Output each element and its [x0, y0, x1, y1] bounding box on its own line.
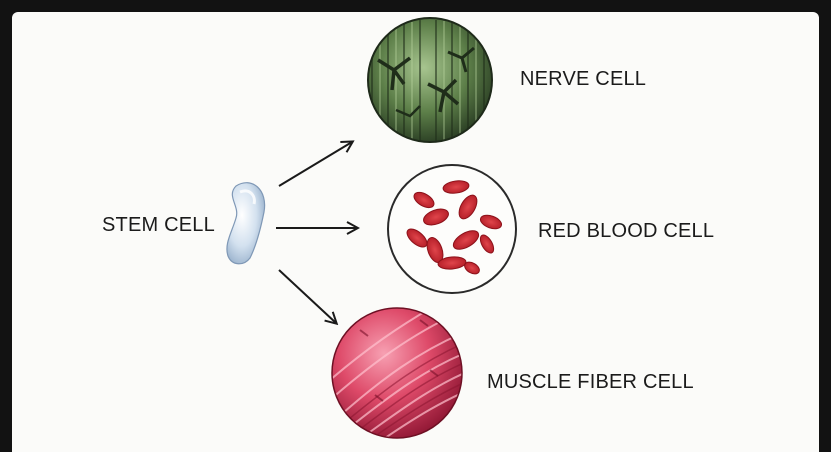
red-blood-cell-label: RED BLOOD CELL: [538, 220, 714, 243]
muscle-fiber-cell-icon: [330, 300, 490, 452]
red-blood-cell-icon: [388, 165, 516, 293]
stem-cell-label: STEM CELL: [102, 214, 215, 237]
nerve-cell-label: NERVE CELL: [520, 68, 646, 91]
muscle-fiber-cell-label: MUSCLE FIBER CELL: [487, 371, 694, 394]
arrow-to-nerve-cell: [279, 142, 352, 186]
arrow-to-muscle-fiber-cell: [279, 270, 336, 323]
stem-cell-icon: [227, 183, 265, 264]
nerve-cell-icon: [368, 18, 492, 150]
